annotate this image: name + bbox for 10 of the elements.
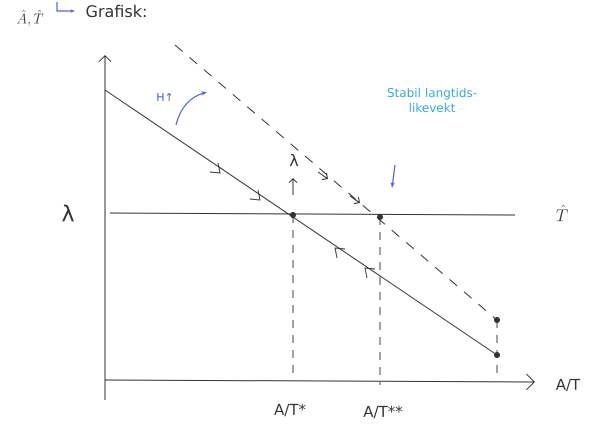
note-text: Stabil langtids-likevekt	[388, 88, 476, 112]
title: Grafisk:	[86, 4, 146, 18]
shift-label: H↑	[157, 92, 172, 102]
tick-label: A/T**	[363, 406, 402, 418]
symbol-label: λ	[290, 154, 298, 166]
axis-value-label: λ	[62, 204, 74, 222]
tick-label: A/T*	[274, 404, 306, 416]
curve-formula: $\hat{T}$	[556, 204, 568, 222]
axis-label: A/T	[556, 378, 580, 392]
axis-formula: $\hat{A},\hat{T}$	[16, 10, 44, 26]
